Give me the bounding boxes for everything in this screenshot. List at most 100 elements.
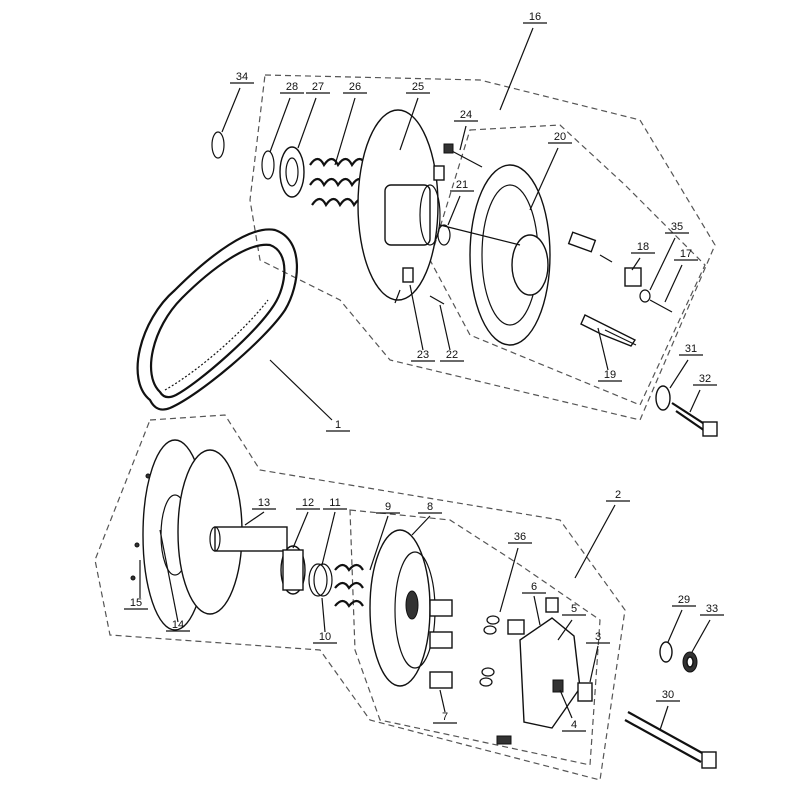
bolt-32 [671, 402, 718, 437]
callout-leader-31 [669, 359, 689, 389]
callout-leader-34 [221, 87, 241, 133]
callout-label-11: 11 [329, 497, 340, 509]
washer-29 [659, 641, 673, 663]
callout-leader-19 [597, 327, 609, 371]
inner-group-outline-lower [349, 509, 601, 766]
callout-label-3: 3 [595, 631, 601, 643]
callout-label-15: 15 [130, 597, 142, 609]
bearing-27 [279, 146, 305, 198]
bearing-12 [280, 545, 306, 595]
callout-leader-10 [321, 597, 326, 633]
weights-6 [507, 597, 559, 635]
bolt-24 [443, 143, 483, 168]
screw-17 [649, 299, 673, 313]
callout-label-23: 23 [417, 349, 429, 361]
callout-leader-4 [559, 689, 573, 719]
callout-leader-8 [411, 515, 431, 536]
callout-label-17: 17 [680, 248, 692, 260]
pin-23 [394, 267, 414, 304]
callout-label-12: 12 [302, 497, 314, 509]
sliders-7 [429, 599, 453, 689]
washer-31 [655, 385, 671, 411]
callout-label-36: 36 [514, 531, 526, 543]
callout-label-32: 32 [699, 373, 711, 385]
callout-leader-1 [269, 359, 333, 421]
drive-belt [136, 228, 299, 411]
callout-leader-9 [369, 515, 389, 571]
callout-label-18: 18 [637, 241, 649, 253]
washer-28 [261, 150, 275, 180]
callout-label-19: 19 [604, 369, 616, 381]
sheave-20 [439, 164, 551, 346]
callout-label-1: 1 [335, 419, 341, 431]
part-3 [577, 682, 593, 702]
callout-leader-22 [439, 304, 451, 351]
nut-4 [552, 679, 564, 693]
bolt-30 [624, 711, 717, 769]
callout-label-13: 13 [258, 497, 270, 509]
callout-label-10: 10 [319, 631, 331, 643]
callout-label-33: 33 [706, 603, 718, 615]
callout-label-25: 25 [412, 81, 424, 93]
callout-leader-7 [439, 689, 446, 713]
key [496, 735, 512, 745]
callout-label-5: 5 [571, 603, 577, 615]
callout-label-21: 21 [456, 179, 468, 191]
callout-leader-35 [649, 237, 676, 291]
callout-label-4: 4 [571, 719, 577, 731]
arm-19 [580, 314, 637, 347]
callout-leader-3 [589, 645, 599, 683]
callout-leader-16 [499, 27, 534, 111]
slider-21 [433, 165, 451, 246]
callout-leader-6 [533, 595, 541, 626]
ring-11-10 [308, 563, 333, 597]
callout-leader-23 [409, 284, 424, 351]
callout-label-9: 9 [385, 501, 391, 513]
callout-leader-26 [334, 97, 356, 166]
callout-leader-12 [292, 511, 309, 549]
sheave-25 [357, 109, 441, 301]
ramp-plate-5 [519, 617, 581, 729]
sheave-8 [369, 529, 436, 687]
callout-leader-30 [659, 705, 669, 731]
callout-label-14: 14 [172, 619, 184, 631]
callout-leader-25 [399, 97, 419, 151]
nut-33 [682, 651, 698, 673]
callout-label-2: 2 [615, 489, 621, 501]
callout-layer: 1234567891011121314151617181920212223242… [124, 11, 724, 732]
callout-label-35: 35 [671, 221, 683, 233]
callout-label-26: 26 [349, 81, 361, 93]
callout-label-28: 28 [286, 81, 298, 93]
driven-pulley-group-outline [249, 74, 716, 421]
spring-9 [334, 563, 364, 608]
callout-leader-36 [499, 547, 519, 613]
callout-leader-17 [664, 264, 683, 303]
callout-label-8: 8 [427, 501, 433, 513]
rollers-36 [479, 615, 500, 687]
callout-label-34: 34 [236, 71, 248, 83]
callout-leader-32 [689, 389, 701, 413]
callout-leader-5 [557, 619, 573, 641]
callout-leader-28 [269, 97, 291, 153]
callout-leader-13 [244, 511, 265, 526]
callout-label-31: 31 [685, 343, 697, 355]
callout-leader-21 [447, 195, 461, 226]
o-ring-34 [211, 131, 225, 159]
callout-label-30: 30 [662, 689, 674, 701]
callout-label-6: 6 [531, 581, 537, 593]
callout-leader-14 [159, 529, 179, 623]
callout-leader-2 [574, 504, 616, 579]
callout-label-7: 7 [442, 711, 448, 723]
callout-leader-29 [667, 609, 683, 643]
screw-22 [429, 295, 445, 305]
callout-label-24: 24 [460, 109, 472, 121]
inner-group-outline-upper [429, 124, 706, 406]
callout-label-16: 16 [529, 11, 541, 23]
callout-label-27: 27 [312, 81, 324, 93]
callout-label-20: 20 [554, 131, 566, 143]
callout-leader-33 [691, 619, 711, 653]
callout-leader-11 [321, 511, 336, 566]
callout-label-22: 22 [446, 349, 458, 361]
callout-leader-24 [459, 125, 467, 151]
